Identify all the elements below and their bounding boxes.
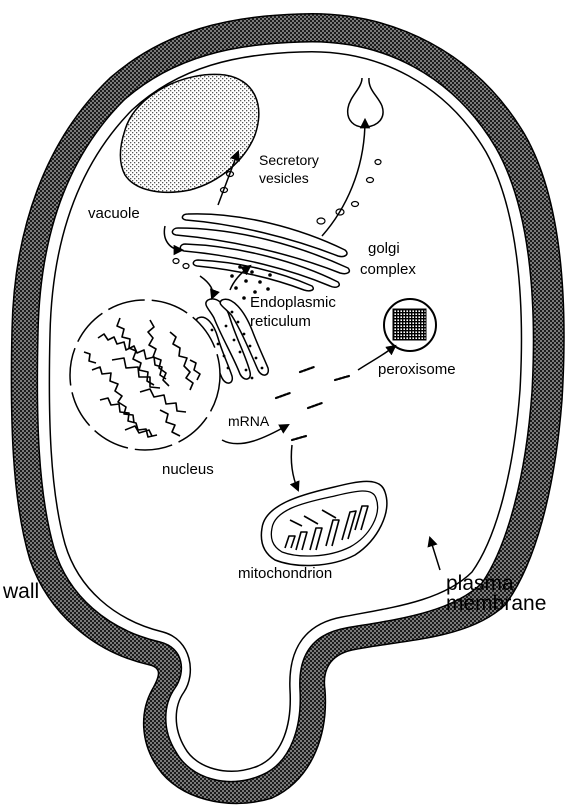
label-secretory-vesicles-line2: vesicles bbox=[259, 170, 309, 186]
label-nucleus: nucleus bbox=[162, 461, 214, 478]
peroxisome bbox=[384, 299, 436, 351]
label-mrna: mRNA bbox=[228, 413, 270, 429]
label-plasma-membrane-line2: membrane bbox=[446, 592, 546, 615]
label-peroxisome: peroxisome bbox=[378, 361, 456, 378]
label-mitochondrion: mitochondrion bbox=[238, 565, 332, 582]
label-vacuole: vacuole bbox=[88, 205, 140, 222]
label-secretory-vesicles-line1: Secretory bbox=[259, 152, 319, 168]
label-er-line2: reticulum bbox=[250, 313, 311, 330]
label-golgi-line2: complex bbox=[360, 261, 416, 278]
label-wall: wall bbox=[2, 580, 39, 603]
label-golgi-line1: golgi bbox=[368, 240, 400, 257]
label-er-line1: Endoplasmic bbox=[250, 294, 336, 311]
nucleus bbox=[70, 300, 220, 450]
